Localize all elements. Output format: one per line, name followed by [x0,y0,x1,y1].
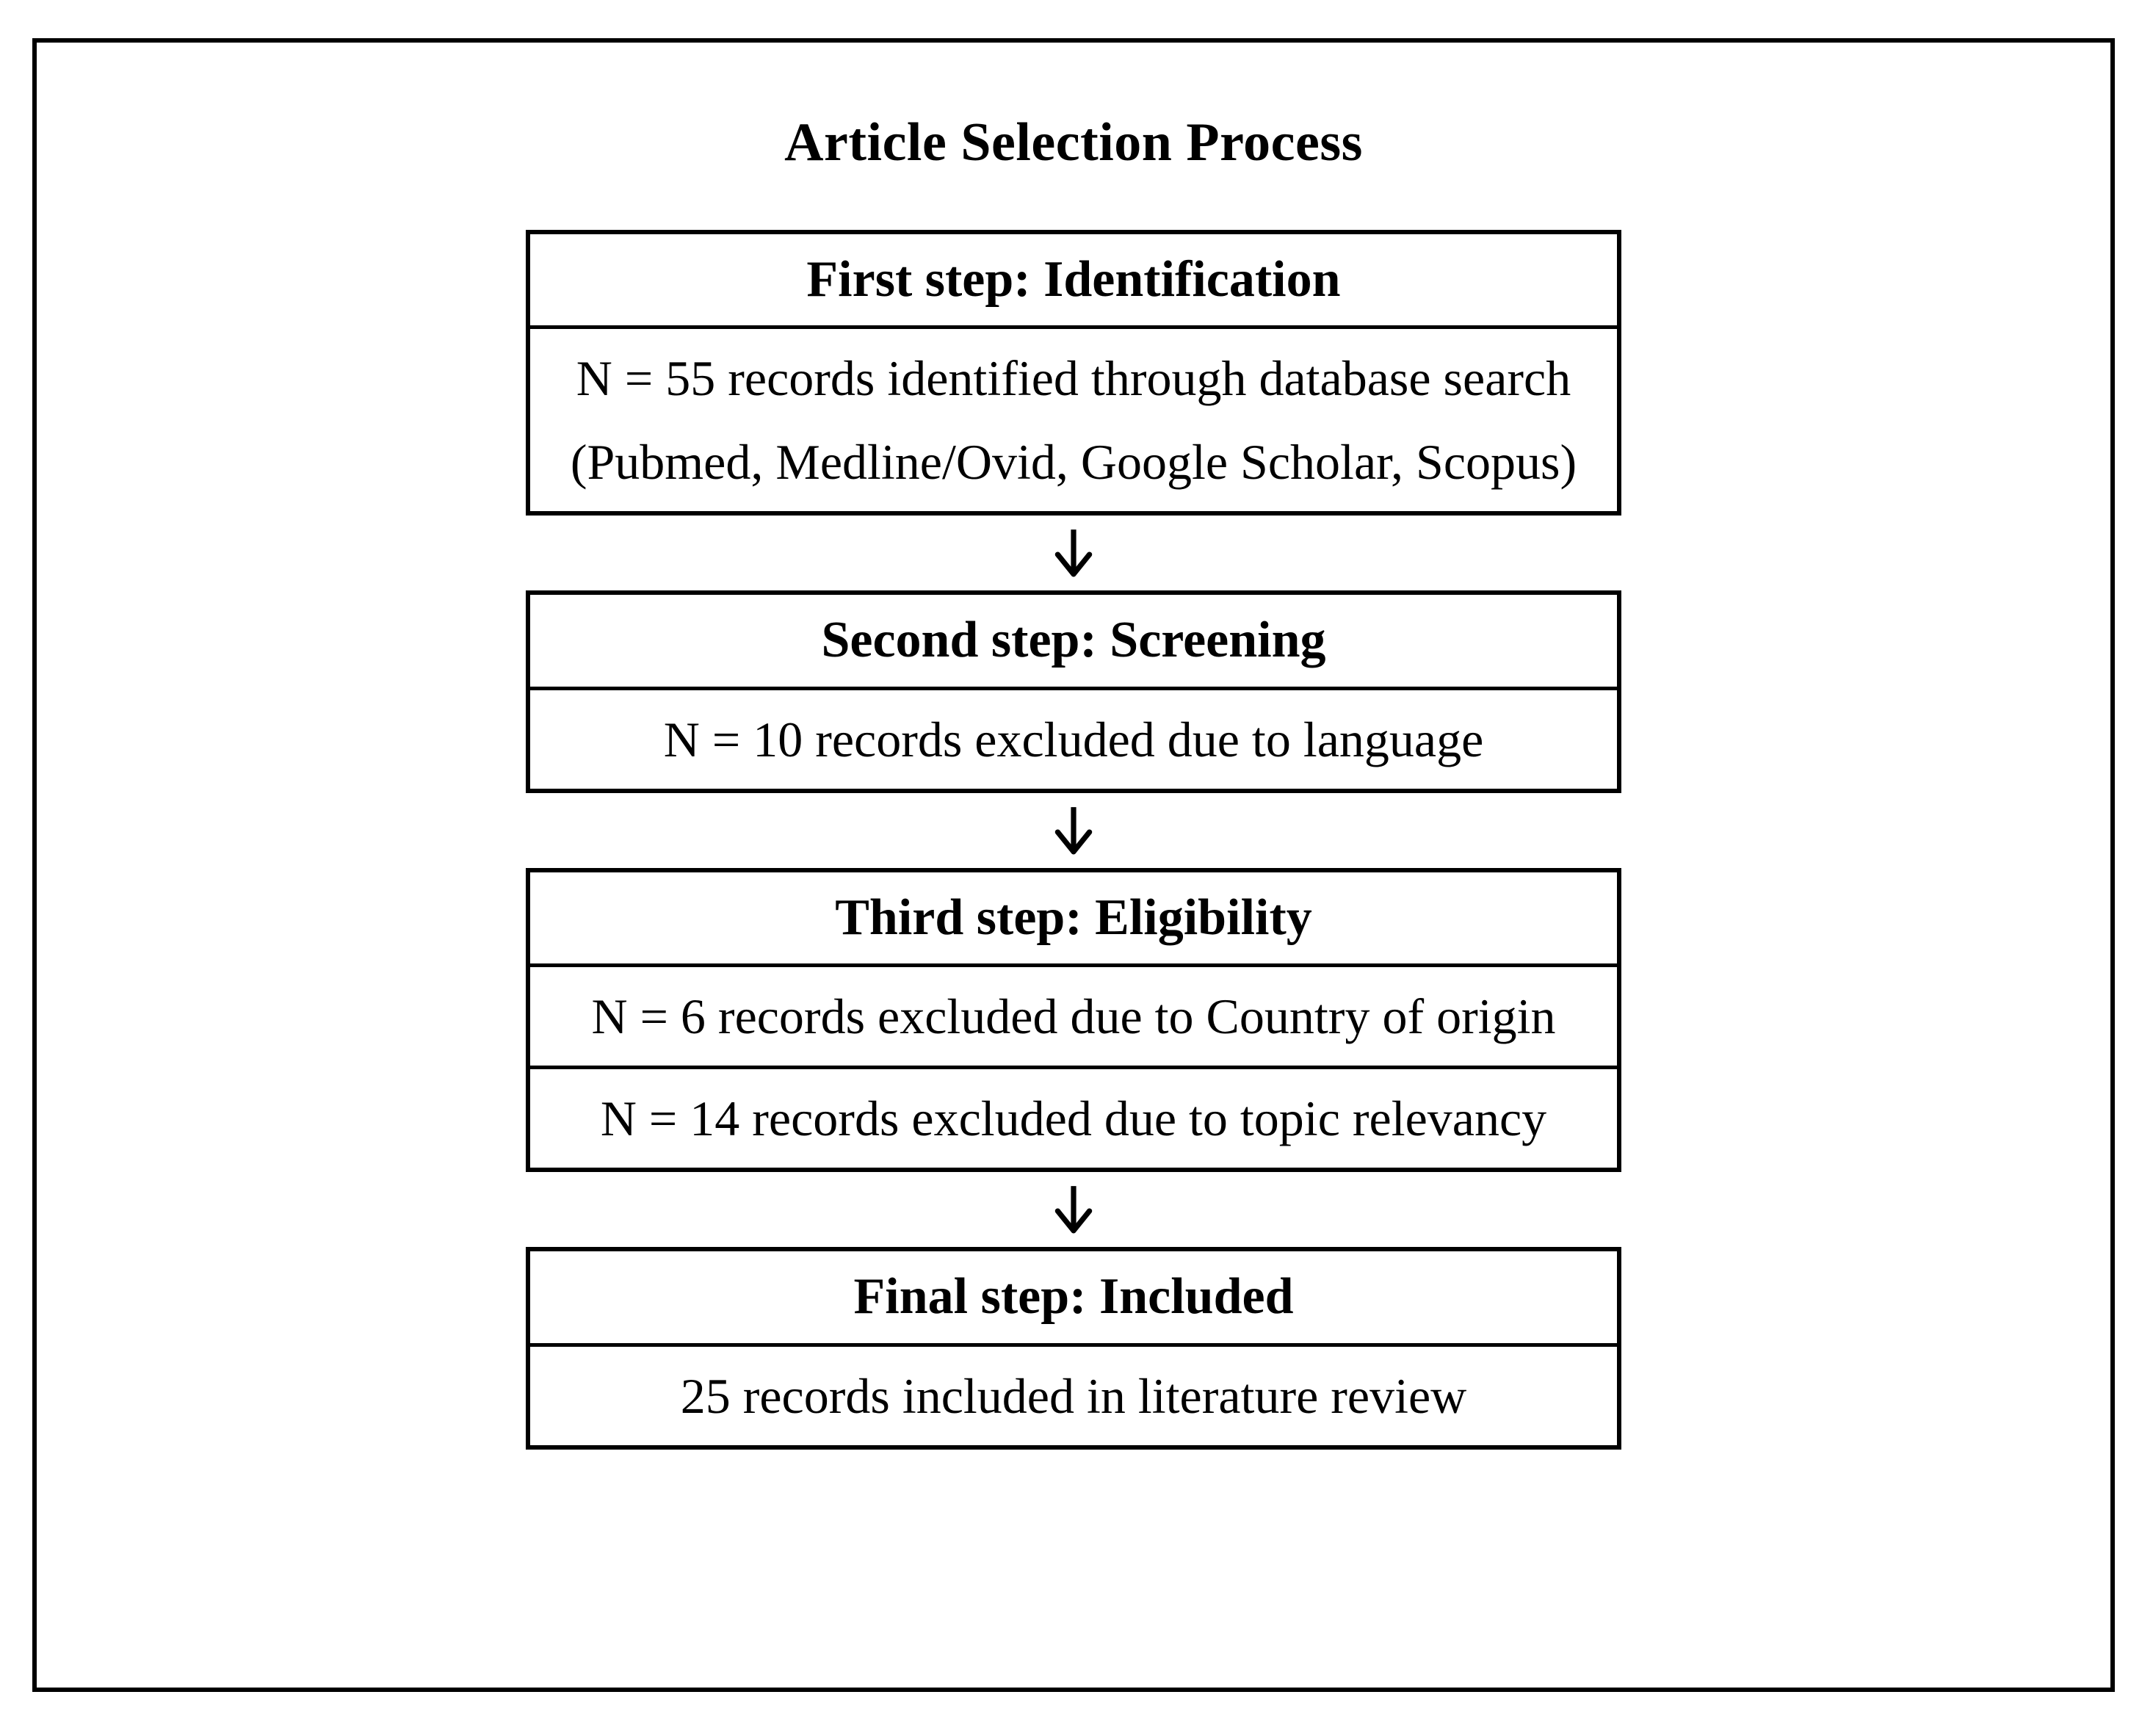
step-body: N = 10 records excluded due to language [663,711,1484,767]
step-body: N = 55 records identified through databa… [570,350,1577,491]
connector-3 [1050,1172,1097,1247]
step-header: Final step: Included [530,1251,1617,1347]
flow-step-eligibility: Third step: Eligibility N = 6 records ex… [526,867,1621,1173]
flow-step-included: Final step: Included 25 records included… [526,1247,1621,1450]
figure-frame: Article Selection Process First step: Id… [32,38,2115,1692]
down-arrow-icon [1054,529,1093,577]
step-header: Second step: Screening [530,595,1617,690]
step-body: N = 14 records excluded due to topic rel… [530,1066,1617,1168]
flow-step-screening: Second step: Screening N = 10 records ex… [526,590,1621,793]
step-body: N = 6 records excluded due to Country of… [591,988,1556,1045]
connector-1 [1050,516,1097,590]
step-header: Third step: Eligibility [530,872,1617,968]
flow-diagram: First step: Identification N = 55 record… [526,229,1621,1450]
figure-title: Article Selection Process [784,112,1363,173]
connector-2 [1050,793,1097,868]
down-arrow-icon [1054,1186,1093,1234]
step-body: 25 records included in literature review [680,1367,1467,1424]
down-arrow-icon [1054,806,1093,855]
flow-step-identification: First step: Identification N = 55 record… [526,229,1621,516]
step-header: First step: Identification [530,234,1617,330]
